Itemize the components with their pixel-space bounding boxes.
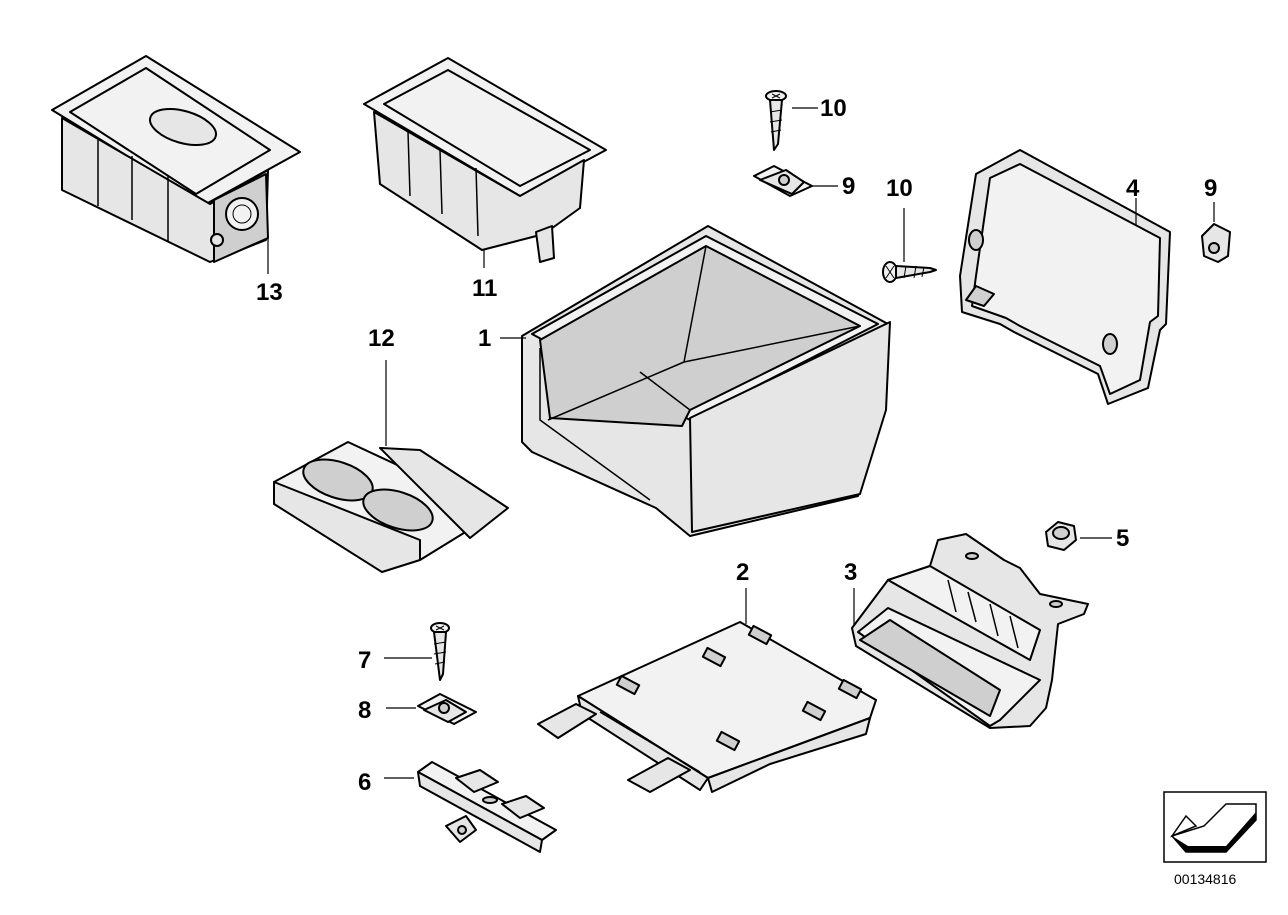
callout-2: 2: [736, 559, 749, 586]
part-11-storage-tray: 11: [363, 57, 607, 302]
part-7-screw: 7: [358, 622, 450, 681]
part-6-mounting-rail: 6: [358, 761, 557, 853]
callout-10a: 10: [820, 95, 847, 122]
callout-4: 4: [1126, 175, 1140, 202]
part-1-console-bin: 1: [478, 225, 891, 537]
callout-13: 13: [256, 279, 283, 306]
part-5-hex-nut: 5: [1045, 521, 1129, 552]
callout-10b: 10: [886, 175, 913, 202]
callout-3: 3: [844, 559, 857, 586]
part-10-screw-lower: 10: [882, 175, 937, 283]
part-13-socket-box: 13: [51, 55, 301, 306]
part-4-trim-panel: 4: [959, 149, 1171, 405]
callout-12: 12: [368, 325, 395, 352]
callout-1: 1: [478, 325, 491, 352]
catalog-number: 00134816: [1174, 871, 1237, 887]
callout-5: 5: [1116, 525, 1129, 552]
callout-7: 7: [358, 647, 371, 674]
callout-6: 6: [358, 769, 371, 796]
callout-9a: 9: [842, 173, 855, 200]
callout-8: 8: [358, 697, 371, 724]
arrow-direction-icon: [1163, 791, 1267, 863]
part-9-clip-nut-right: 9: [1201, 175, 1231, 263]
part-8-clip-nut: 8: [358, 693, 477, 725]
callout-9b: 9: [1204, 175, 1217, 202]
part-2-base-plate: 2: [537, 559, 877, 793]
part-12-cup-holder: 12: [273, 325, 509, 573]
callout-11: 11: [472, 275, 497, 302]
part-10-screw-upper: 10: [765, 90, 847, 151]
part-9-clip-nut-upper: 9: [753, 165, 855, 200]
part-3-bracket: 3: [844, 533, 1089, 729]
